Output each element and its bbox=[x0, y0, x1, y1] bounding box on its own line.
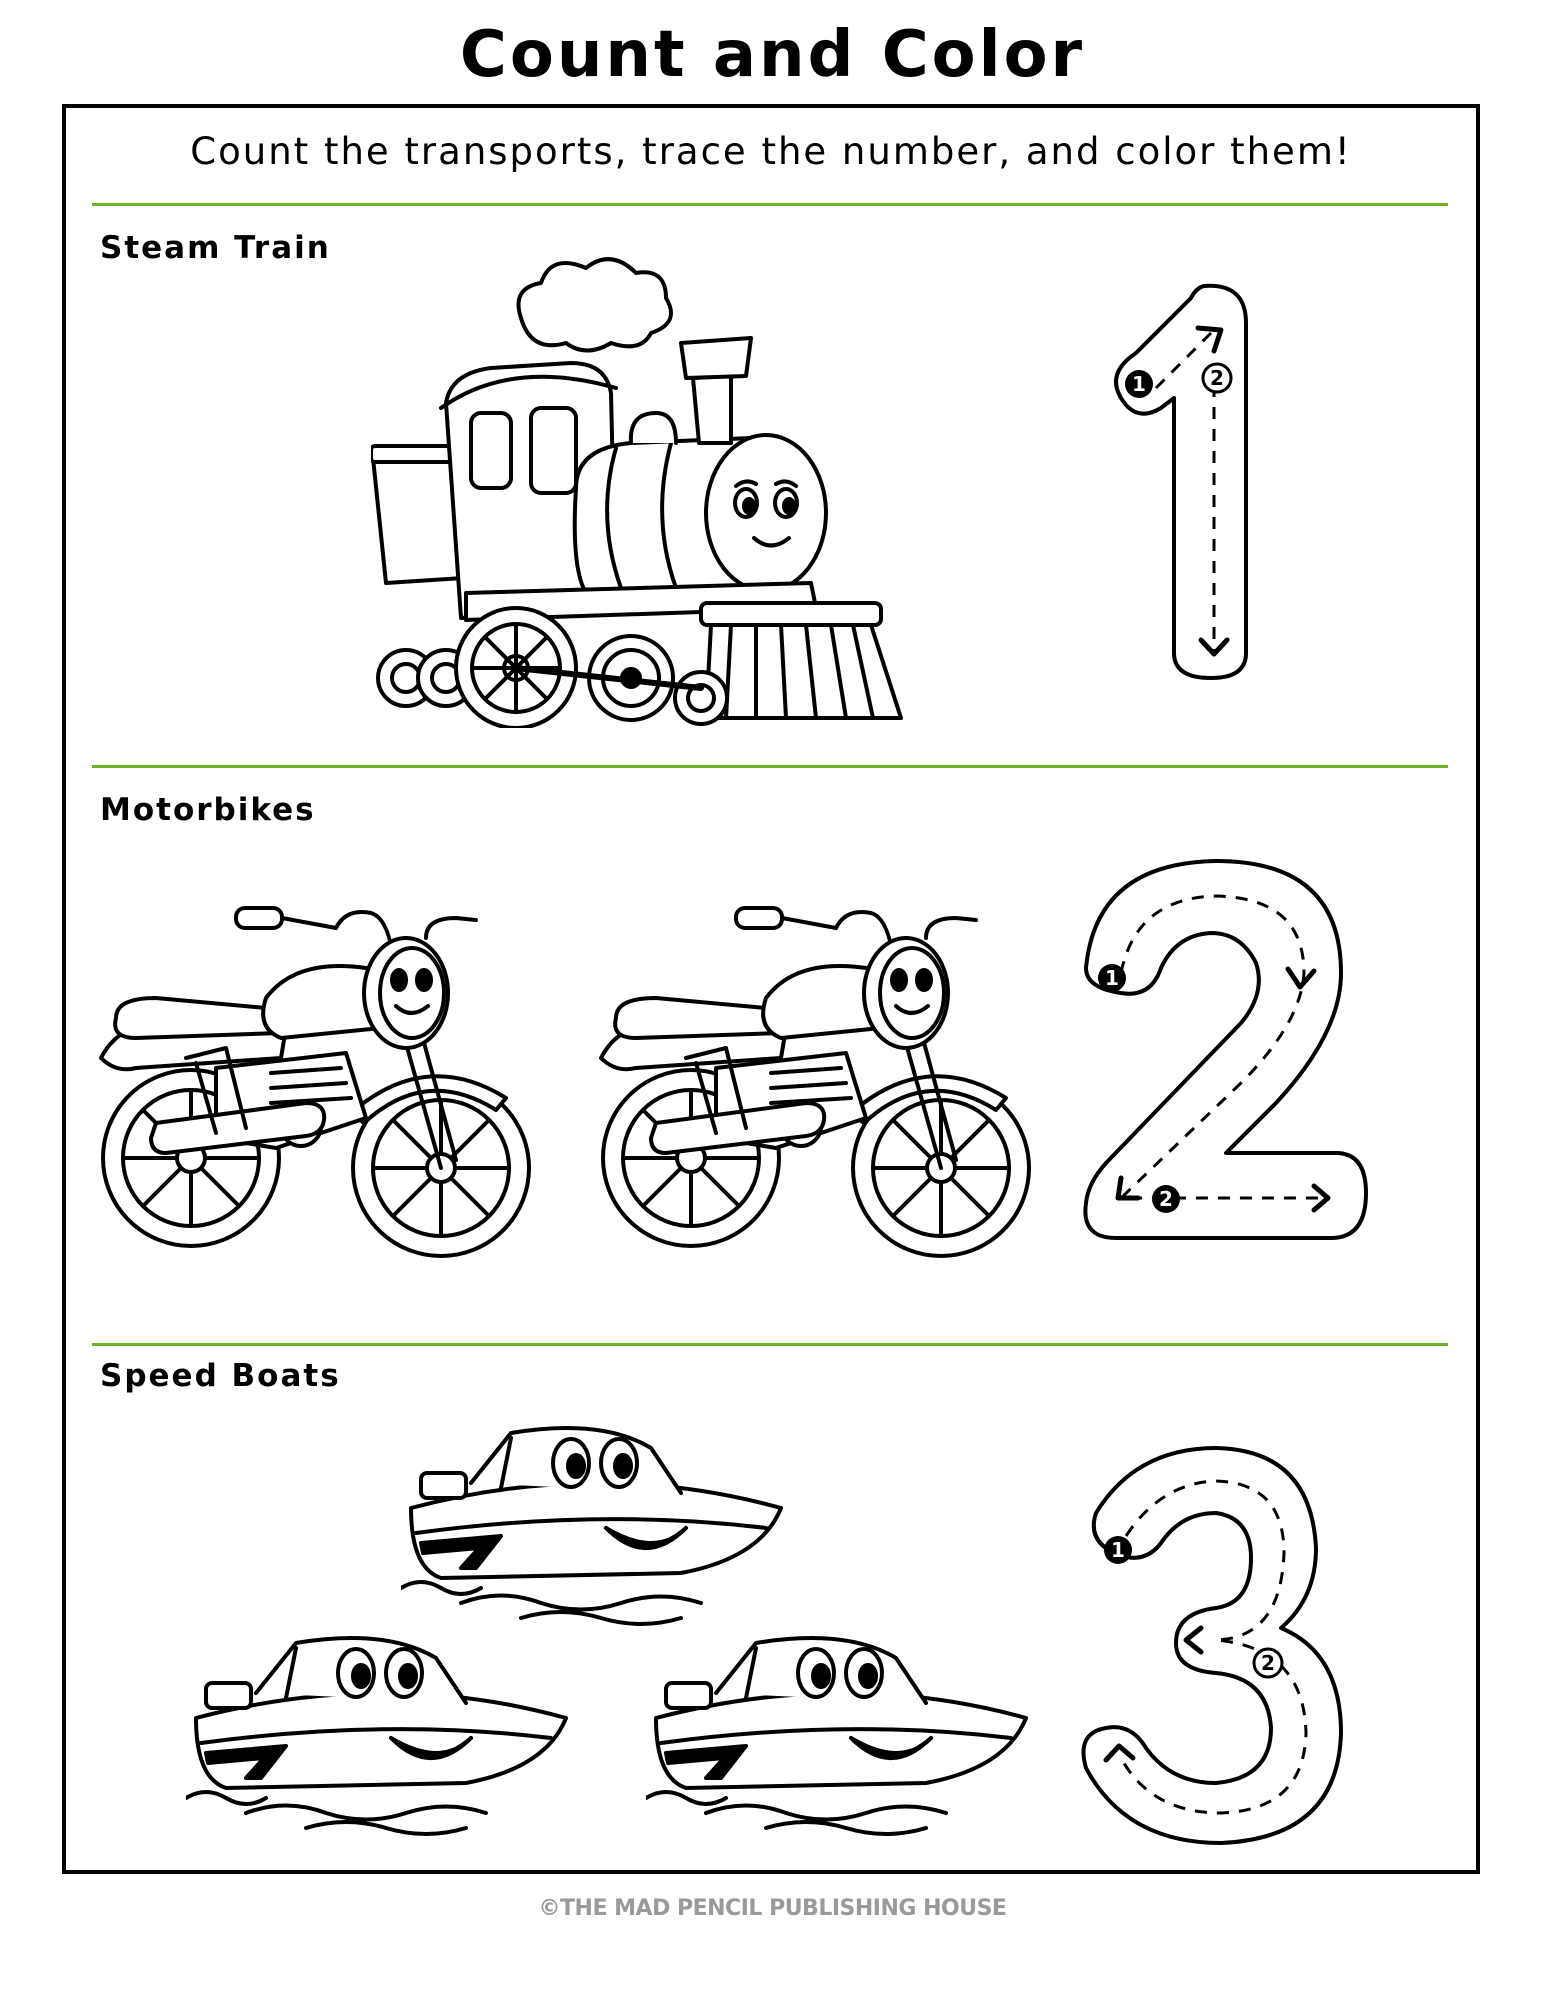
stroke-marker: 1 bbox=[1132, 372, 1146, 396]
motorbike-icon[interactable] bbox=[96, 898, 546, 1288]
instructions-text: Count the transports, trace the number, … bbox=[190, 130, 1352, 173]
speed-boat-icon[interactable] bbox=[186, 1618, 586, 1848]
row-label-motorbikes: Motorbikes bbox=[100, 792, 316, 828]
stroke-marker: 1 bbox=[1105, 966, 1119, 990]
section-divider bbox=[92, 765, 1448, 768]
stroke-marker: 2 bbox=[1159, 1187, 1173, 1211]
speed-boat-icon[interactable] bbox=[646, 1618, 1046, 1848]
worksheet-frame: Count the transports, trace the number, … bbox=[62, 104, 1480, 1874]
motorbike-icon[interactable] bbox=[596, 898, 1046, 1288]
row-label-speed-boats: Speed Boats bbox=[100, 1358, 341, 1394]
stroke-marker: 1 bbox=[1111, 1538, 1125, 1562]
section-divider bbox=[92, 203, 1448, 206]
trace-number-1-icon[interactable]: 1 2 bbox=[1096, 278, 1296, 698]
trace-number-2-icon[interactable]: 1 2 bbox=[1076, 853, 1376, 1263]
stroke-marker: 2 bbox=[1261, 1651, 1275, 1675]
steam-train-icon[interactable] bbox=[371, 248, 961, 728]
row-label-steam-train: Steam Train bbox=[100, 230, 331, 266]
copyright-footer: ©THE MAD PENCIL PUBLISHING HOUSE bbox=[538, 1896, 1007, 1921]
page-title: Count and Color bbox=[459, 18, 1086, 92]
trace-number-3-icon[interactable]: 1 2 bbox=[1076, 1438, 1376, 1858]
section-divider bbox=[92, 1343, 1448, 1346]
speed-boat-icon[interactable] bbox=[401, 1408, 801, 1638]
stroke-marker: 2 bbox=[1210, 366, 1224, 390]
